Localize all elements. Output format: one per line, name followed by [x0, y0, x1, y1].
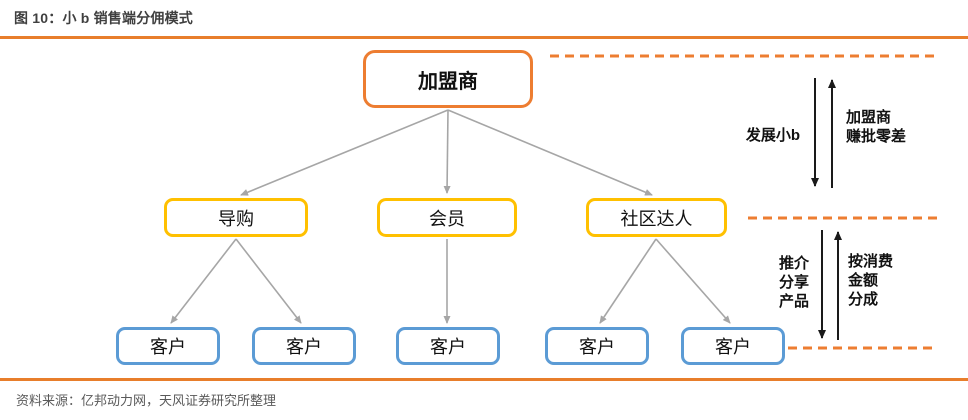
- arrows-root-to-level2: [240, 109, 653, 196]
- annotation-franchisee-margin: 加盟商 赚批零差: [846, 109, 907, 145]
- node-customer: 客户: [116, 327, 220, 365]
- node-customer: 客户: [396, 327, 500, 365]
- annotation-commission-by-spend: 按消费 金额 分成: [848, 253, 894, 308]
- node-customer: 客户: [681, 327, 785, 365]
- annotation-arrows-upper: [811, 78, 836, 188]
- node-franchisee: 加盟商: [363, 50, 533, 108]
- node-customer: 客户: [252, 327, 356, 365]
- node-shopping-guide: 导购: [164, 198, 308, 237]
- figure-title: 图 10：小 b 销售端分佣模式: [14, 10, 193, 26]
- annotation-develop-small-b: 发展小b: [745, 127, 800, 144]
- source-note: 资料来源：亿邦动力网，天风证券研究所整理: [16, 393, 277, 408]
- node-community-leader: 社区达人: [586, 198, 727, 237]
- source-divider-line: [0, 378, 968, 381]
- annotation-promote-share: 推介 分享 产品: [779, 255, 810, 310]
- node-member: 会员: [377, 198, 517, 237]
- arrows-level2-to-customers: [170, 238, 731, 324]
- node-customer: 客户: [545, 327, 649, 365]
- title-divider-line: [0, 36, 968, 39]
- annotation-arrows-lower: [818, 230, 842, 340]
